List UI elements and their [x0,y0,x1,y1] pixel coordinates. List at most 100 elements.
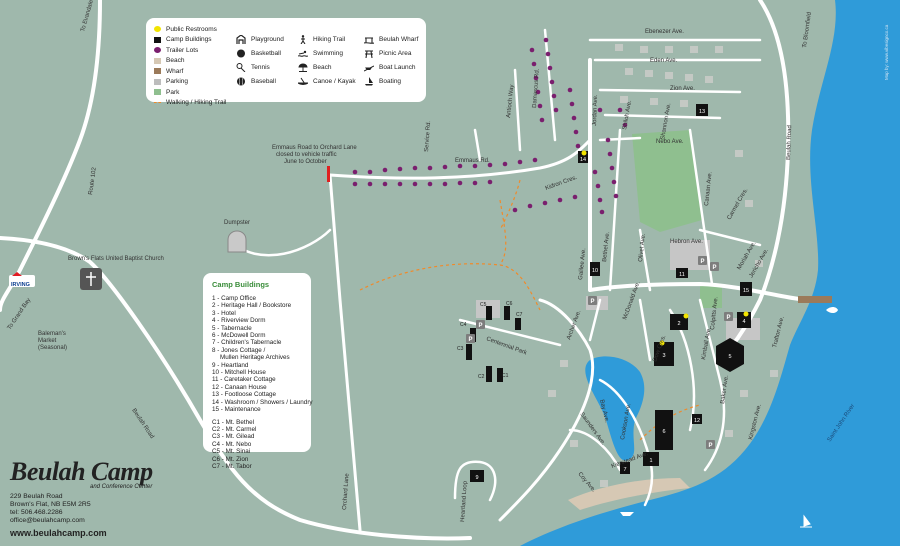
address-line-1: 229 Beulah Road [10,493,63,500]
camp-tagline: and Conference Center [90,484,153,490]
label-service: Service Rd. [424,120,432,152]
restrooms [581,150,749,346]
website-link[interactable]: www.beulahcamp.com [10,528,107,538]
restroom-dot-icon [154,26,161,33]
camp-buildings-heading: Camp Buildings [212,280,270,289]
legend-label: Canoe / Kayak [313,77,356,85]
cottages [548,44,778,487]
legend-label: Swimming [313,49,343,57]
legend-item: Walking / Hiking Trail [154,98,226,109]
label-irving: IRVING [11,282,30,288]
building-10 [590,262,600,276]
marker-15: 15 [743,288,749,294]
label-galilee: Galilee Ave. [578,248,587,281]
marker-c4: C4 [460,322,467,328]
label-market-1: Baleman's [38,331,66,337]
legend-item: Picnic Area [364,46,418,60]
label-bethel: Bethel Ave. [602,231,611,262]
label-ebenezer: Ebenezer Ave. [645,29,684,35]
marker-2: 2 [677,321,680,327]
parking-badge-label: P [726,315,730,321]
boat-launch-icon [364,65,374,71]
legend-item: Tennis [236,60,284,74]
legend-column-1: Public Restrooms Camp Buildings Trailer … [154,24,226,108]
legend-item: Trailer Lots [154,45,226,56]
saint-john-river [520,0,900,546]
camp-building-item: C6 - Mt. Zion [212,455,249,463]
label-route-102: Route 102 [88,166,98,195]
legend-label: Hiking Trail [313,35,346,43]
cabin-c5 [486,306,492,320]
building-2 [670,314,688,330]
beulah-wharf [798,296,832,303]
label-canaan: Canaan Ave. [704,171,714,206]
legend-label: Boating [379,77,402,85]
parking-badge [466,334,475,343]
legend-label: Tennis [251,63,270,71]
label-shiloh: Shiloh Ave. [622,100,633,131]
legend-label: Wharf [166,67,184,75]
marker-3: 3 [662,353,665,359]
park-swatch-icon [154,89,161,96]
building-square-icon [154,36,161,43]
camp-building-item: 11 - Caretaker Cottage [212,376,276,384]
legend-label: Park [166,88,180,96]
marker-5: 5 [728,354,731,360]
legend-item: Parking [154,77,226,88]
sailboat-icon [365,76,373,85]
beach-umbrella-icon [298,63,308,72]
email-address[interactable]: office@beulahcamp.com [10,517,85,524]
label-orchard-lane: Orchard Lane [342,472,351,510]
building-3 [654,342,674,366]
legend-label: Picnic Area [379,49,412,57]
legend-label: Beach [313,63,332,71]
camp-building-item: 1 - Camp Office [212,295,256,302]
marker-6: 6 [662,429,665,435]
label-zion: Zion Ave. [670,86,695,92]
trailer-lots [352,37,628,215]
legend-item: Swimming [298,46,356,60]
legend-label: Parking [166,78,189,86]
building-14 [578,151,588,163]
notice-line-2: closed to vehicle traffic [276,152,337,158]
legend-label: Basketball [251,49,281,57]
parking-badge-label: P [700,259,704,265]
trail-dash-icon [154,102,161,104]
legend-item: Beach [298,60,356,74]
building-5-tabernacle [716,338,744,372]
camp-building-item: 14 - Washroom / Showers / Laundry [212,398,313,406]
label-baker: Baker Ave. [720,374,730,404]
cabin-c7 [515,318,521,330]
beach-swatch-icon [154,57,161,64]
marker-12: 12 [694,418,700,424]
label-jordan: Jordan Ave. [592,94,599,126]
camp-building-item: 10 - Mitchell House [212,369,266,377]
legend-item: Canoe / Kayak [298,74,356,88]
legend-column-3: Hiking Trail Swimming Beach Canoe / Kaya… [298,32,356,88]
label-emmaus: Emmaus Rd. [455,158,490,164]
tennis-icon [236,62,246,72]
parking-badge [698,256,707,265]
camp-building-item: 6 - McDowell Dorm [212,332,266,340]
parking-badge [706,440,715,449]
legend-item: Public Restrooms [154,24,226,35]
label-church: Brown's Flats United Baptist Church [68,256,164,262]
beach [568,478,690,510]
address-line-2: Brown's Flat, NB E5M 2R5 [10,501,91,508]
cabin-c2 [486,366,492,382]
label-bay: Bay Ave. [598,399,610,424]
cabin-c1 [497,368,503,382]
legend-column-2: Playground Basketball Tennis Baseball [236,32,284,88]
legend-label: Playground [251,35,284,43]
label-kimball: Kimball Ave. [701,327,713,361]
boat-icon [620,512,634,516]
label-nebo: Nebo Ave. [656,139,684,145]
camp-building-item: 5 - Tabernacle [212,324,252,332]
building-15 [740,282,752,296]
legend-label: Beach [166,57,185,65]
legend-label: Baseball [251,77,276,85]
picnic-table-icon [365,49,373,58]
park-colpitts [700,286,722,308]
